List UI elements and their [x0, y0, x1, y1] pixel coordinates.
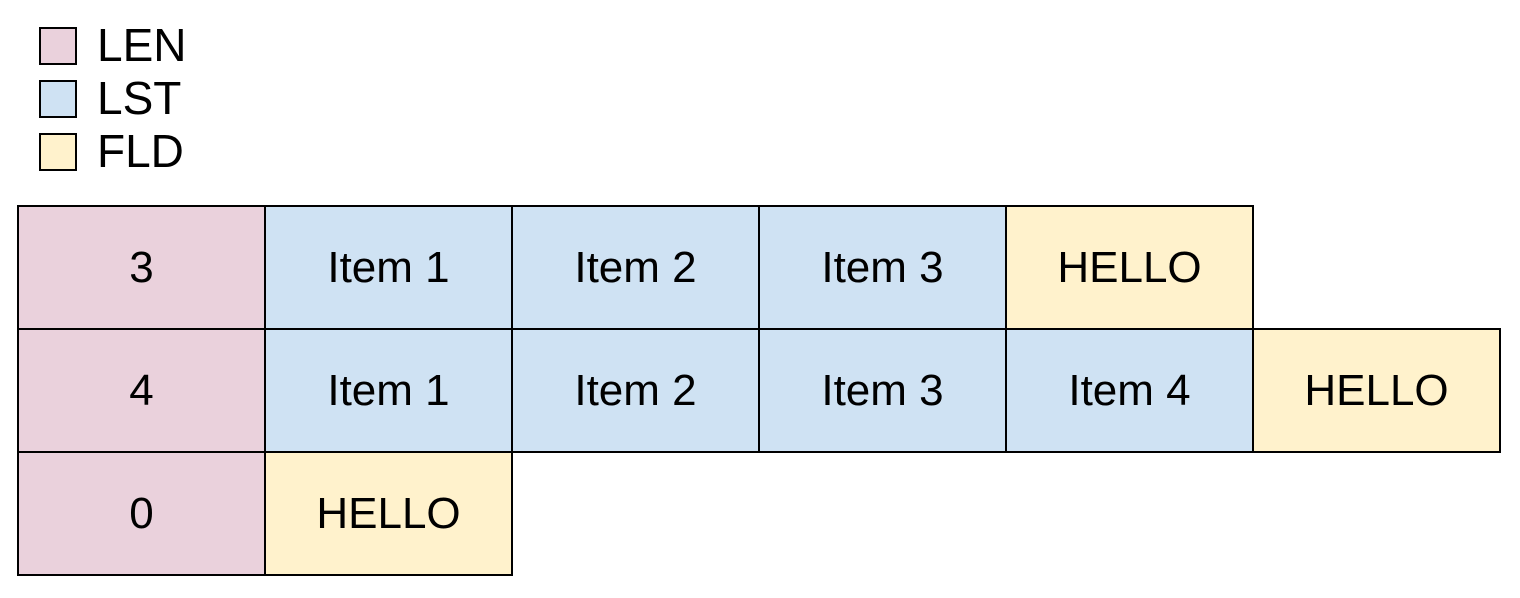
legend: LEN LST FLD — [39, 19, 186, 178]
list-item-cell: Item 4 — [1005, 328, 1254, 453]
len-color-swatch-icon — [39, 26, 77, 65]
list-item-cell: Item 3 — [758, 205, 1007, 330]
len-cell: 0 — [17, 451, 266, 576]
field-cell: HELLO — [1005, 205, 1254, 330]
memory-layout-diagram: 3 Item 1 Item 2 Item 3 HELLO 4 Item 1 It… — [17, 205, 1501, 576]
list-item-cell: Item 2 — [511, 205, 760, 330]
legend-item-lst: LST — [39, 72, 186, 125]
legend-label-lst: LST — [97, 72, 182, 124]
list-item-cell: Item 2 — [511, 328, 760, 453]
field-cell: HELLO — [1252, 328, 1501, 453]
lst-color-swatch-icon — [39, 79, 77, 118]
legend-label-len: LEN — [97, 19, 187, 71]
fld-color-swatch-icon — [39, 132, 77, 171]
list-row-length-4: 4 Item 1 Item 2 Item 3 Item 4 HELLO — [17, 328, 1501, 453]
list-item-cell: Item 3 — [758, 328, 1007, 453]
legend-label-fld: FLD — [97, 125, 184, 177]
legend-item-fld: FLD — [39, 125, 186, 178]
list-row-length-0: 0 HELLO — [17, 451, 1501, 576]
list-item-cell: Item 1 — [264, 205, 513, 330]
len-cell: 4 — [17, 328, 266, 453]
list-row-length-3: 3 Item 1 Item 2 Item 3 HELLO — [17, 205, 1501, 330]
field-cell: HELLO — [264, 451, 513, 576]
len-cell: 3 — [17, 205, 266, 330]
list-item-cell: Item 1 — [264, 328, 513, 453]
legend-item-len: LEN — [39, 19, 186, 72]
